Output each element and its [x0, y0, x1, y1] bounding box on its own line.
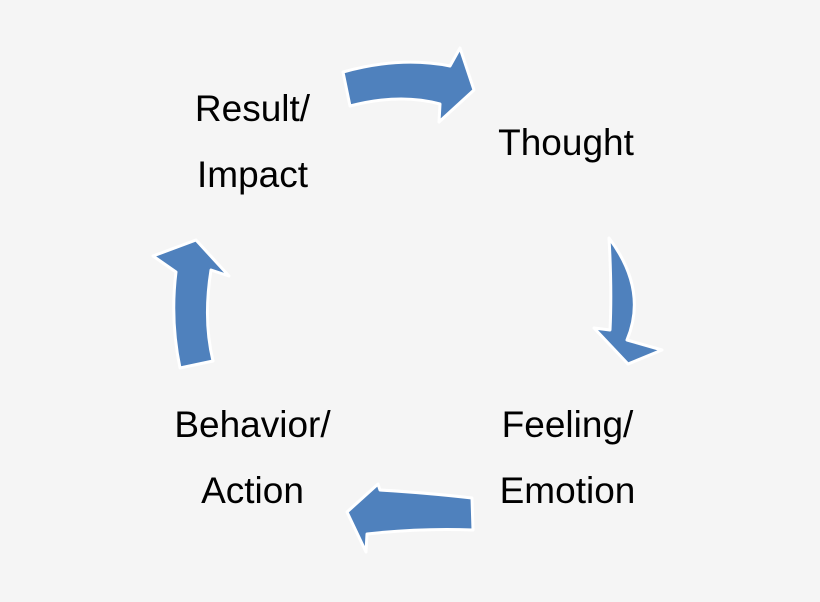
- arrow-result-to-thought: [341, 46, 476, 124]
- arrow-behavior-to-result: [151, 238, 231, 370]
- node-behavior-line-1: Behavior/: [174, 404, 331, 445]
- arrow-thought-to-feeling: [592, 236, 664, 366]
- node-feeling-line-1: Feeling/: [501, 404, 634, 445]
- arrow-feeling-to-behavior: [345, 482, 475, 554]
- node-feeling-emotion: Feeling/ Emotion: [480, 392, 655, 524]
- node-behavior-action: Behavior/ Action: [160, 392, 345, 524]
- node-feeling-line-2: Emotion: [499, 470, 636, 511]
- node-behavior-line-2: Action: [201, 470, 304, 511]
- node-result-line-2: Impact: [196, 154, 309, 195]
- node-result-line-1: Result/: [194, 88, 311, 129]
- node-thought: Thought: [486, 110, 646, 176]
- node-thought-line-1: Thought: [498, 122, 634, 163]
- node-result-impact: Result/ Impact: [180, 76, 325, 208]
